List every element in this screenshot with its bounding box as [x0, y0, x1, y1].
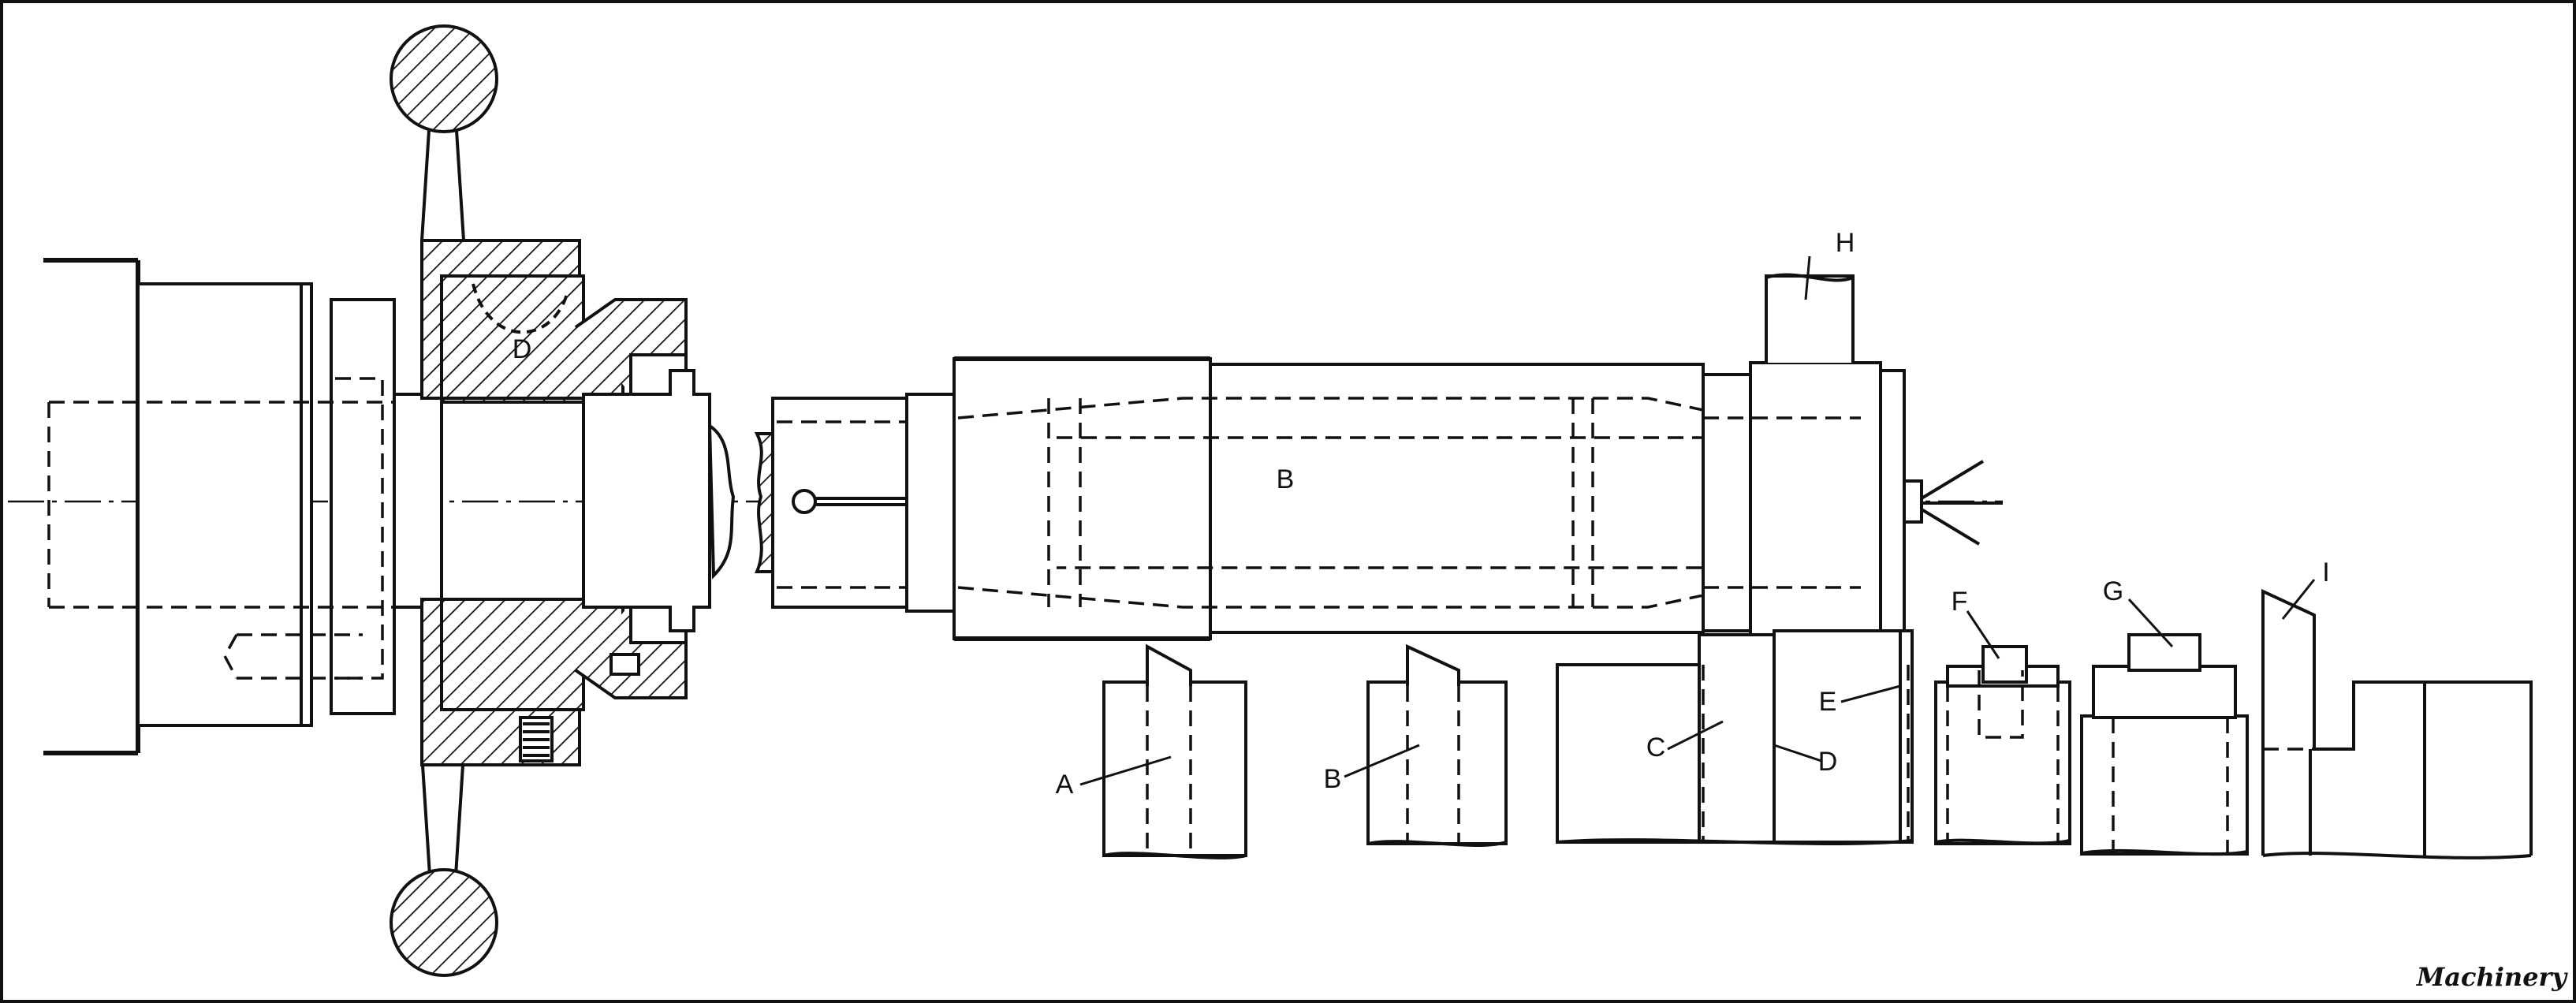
tool-holder-H	[1765, 274, 1855, 363]
label-D-tool: D	[1818, 747, 1838, 777]
tool-A	[1102, 643, 1247, 859]
chuck-handle	[390, 24, 498, 977]
label-H: H	[1836, 228, 1855, 258]
collet-nose	[582, 369, 736, 632]
handle-knob-top	[390, 24, 498, 133]
leader-lines	[1079, 255, 2316, 786]
label-G: G	[2103, 576, 2123, 606]
tool-G	[2080, 633, 2249, 856]
label-E: E	[1819, 687, 1837, 717]
label-F: F	[1952, 587, 1968, 617]
work-piece	[754, 397, 946, 609]
tool-B	[1366, 643, 1508, 847]
tool-I	[2261, 588, 2533, 859]
tool-F	[1934, 645, 2071, 845]
turret-bar	[905, 356, 1862, 641]
label-B-bar: B	[1277, 464, 1295, 494]
handle-knob-bottom	[390, 868, 498, 977]
tool-block-CDE	[1556, 629, 1914, 845]
chuck-body	[420, 239, 688, 766]
label-D-chuck: D	[513, 334, 532, 364]
label-A: A	[1056, 770, 1074, 800]
label-C: C	[1646, 733, 1666, 763]
label-B-tool: B	[1324, 764, 1342, 794]
credit-machinery: Machinery	[2416, 962, 2569, 992]
spindle-nose	[43, 258, 443, 755]
turret-head	[1702, 273, 2003, 640]
label-I: I	[2322, 557, 2329, 587]
